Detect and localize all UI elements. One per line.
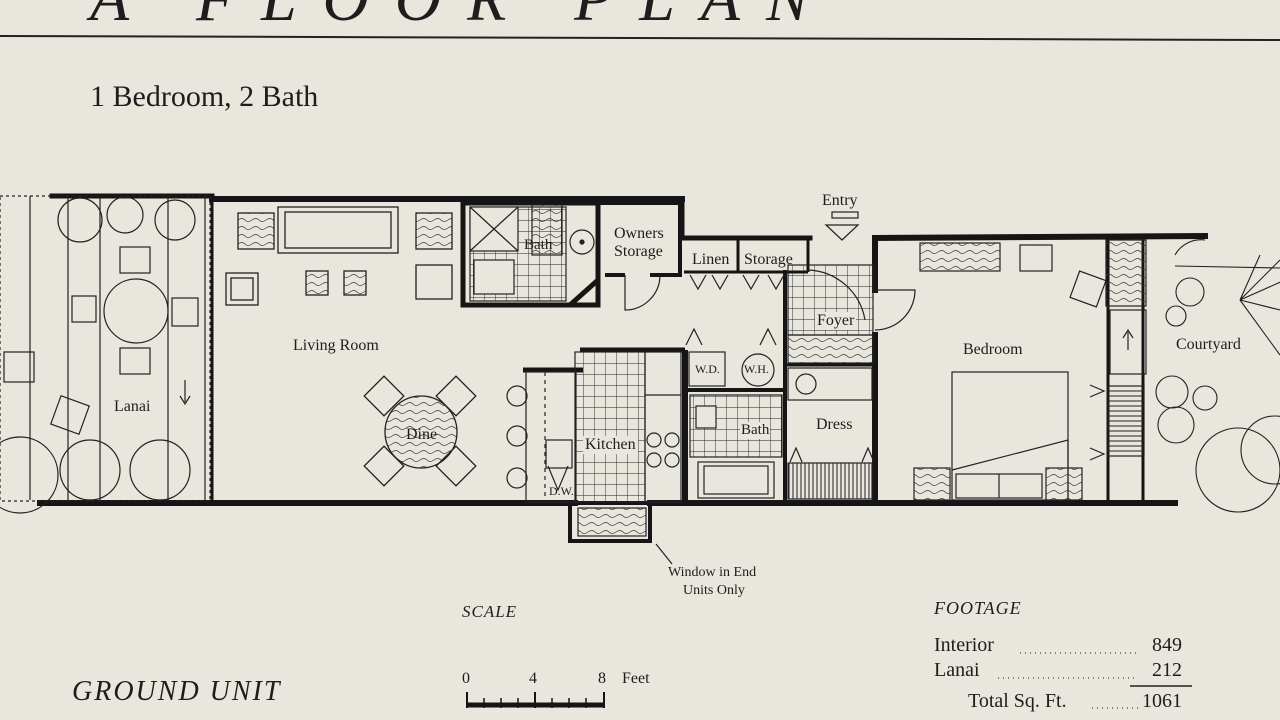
footage-row-lanai-value: 212 [1152,659,1182,681]
room-label-kitchen: Kitchen [583,436,638,454]
scale-tick-0: 0 [462,670,470,687]
room-label-wh: W.H. [744,362,769,376]
lanai-area [0,195,211,514]
footage-row-interior-name: Interior [934,634,994,656]
window-note-line2: Units Only [683,583,745,598]
room-label-linen: Linen [692,251,730,268]
scale-unit: Feet [622,670,650,687]
bedroom-furniture [913,239,1147,501]
kitchen-fixtures [506,351,682,537]
storage-doors [624,274,785,346]
room-label-living-room: Living Room [293,337,379,354]
footage-label: FOOTAGE [934,598,1022,618]
room-label-storage: Storage [744,251,793,268]
laundry-fixtures [688,351,775,387]
upper-bath-fixtures [469,204,595,302]
room-label-wd: W.D. [695,362,720,376]
plan-title: A FLOOR PLAN [90,0,835,36]
dress-area [787,367,875,500]
footage-row-lanai-name: Lanai [934,659,980,681]
footage-leaders [998,652,1138,709]
room-label-owners-storage: Storage [614,243,663,260]
room-label-bath-lower: Bath [740,422,771,439]
room-label-foyer: Foyer [815,312,857,330]
room-label-bedroom: Bedroom [963,341,1023,358]
foyer-area [787,211,916,364]
courtyard-area [1155,239,1280,513]
interior-walls [460,200,875,543]
footage-total-value: 1061 [1142,690,1182,712]
footage-total-name: Total Sq. Ft. [968,690,1067,712]
scale-bar [466,692,605,708]
room-label-bath-upper: Bath [524,237,553,253]
title-rule [0,35,1280,41]
window-note-leader [655,543,673,565]
room-label-entry: Entry [822,192,858,209]
scale-tick-4: 4 [529,670,537,687]
unit-type-label: GROUND UNIT [72,676,282,707]
room-label-dress: Dress [816,416,853,433]
living-room-furniture [225,206,477,487]
window-note-line1: Window in End [668,565,757,580]
room-label-owners: Owners [614,225,664,242]
lower-bath-fixtures [689,394,783,499]
room-label-dw: D.W. [549,484,574,498]
room-label-courtyard: Courtyard [1176,336,1241,353]
plan-subtitle: 1 Bedroom, 2 Bath [90,80,319,113]
scale-tick-8: 8 [598,670,606,687]
scale-label: SCALE [462,602,518,621]
footage-row-interior-value: 849 [1152,634,1182,656]
room-label-lanai: Lanai [114,398,151,415]
room-label-dine: Dine [406,426,438,443]
